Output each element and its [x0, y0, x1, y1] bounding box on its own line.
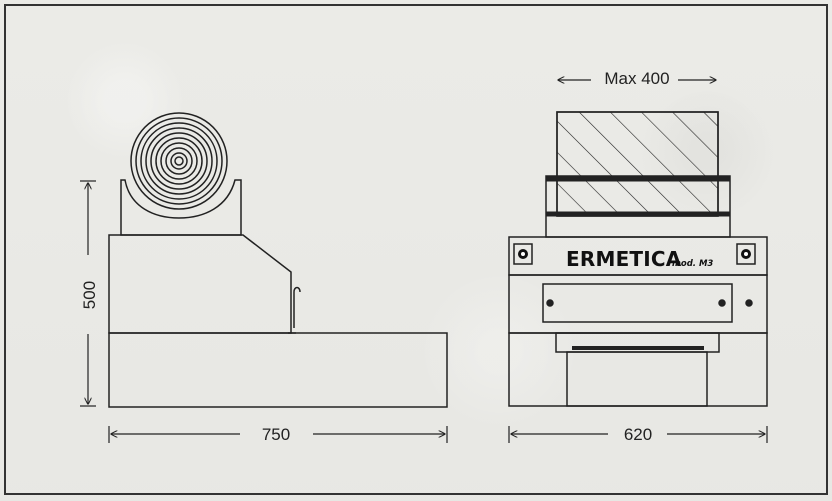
roll-cradle	[120, 179, 242, 236]
hatched-product-block	[556, 111, 719, 217]
front-width-dimension	[508, 426, 768, 443]
side-width-label: 750	[262, 425, 290, 444]
front-max-width-label: Max 400	[604, 69, 669, 88]
machine-center-support	[566, 351, 708, 407]
side-height-label: 500	[80, 281, 99, 309]
latch-hook	[293, 286, 301, 328]
front-left-square-icon	[513, 243, 533, 265]
roll-spool	[130, 112, 228, 210]
brand-label: ERMETICA	[566, 247, 682, 271]
front-right-square-icon	[736, 243, 756, 265]
model-label: mod. M3	[672, 259, 713, 269]
upper-housing	[108, 234, 292, 334]
side-height-dimension	[80, 180, 96, 407]
front-width-label: 620	[624, 425, 652, 444]
diagram-frame	[4, 4, 828, 495]
machine-front-panel	[542, 283, 733, 323]
front-view-machine	[508, 111, 768, 407]
base-block	[108, 332, 448, 408]
side-width-dimension	[108, 426, 448, 443]
side-view-machine	[108, 112, 448, 408]
machine-base	[508, 332, 768, 407]
